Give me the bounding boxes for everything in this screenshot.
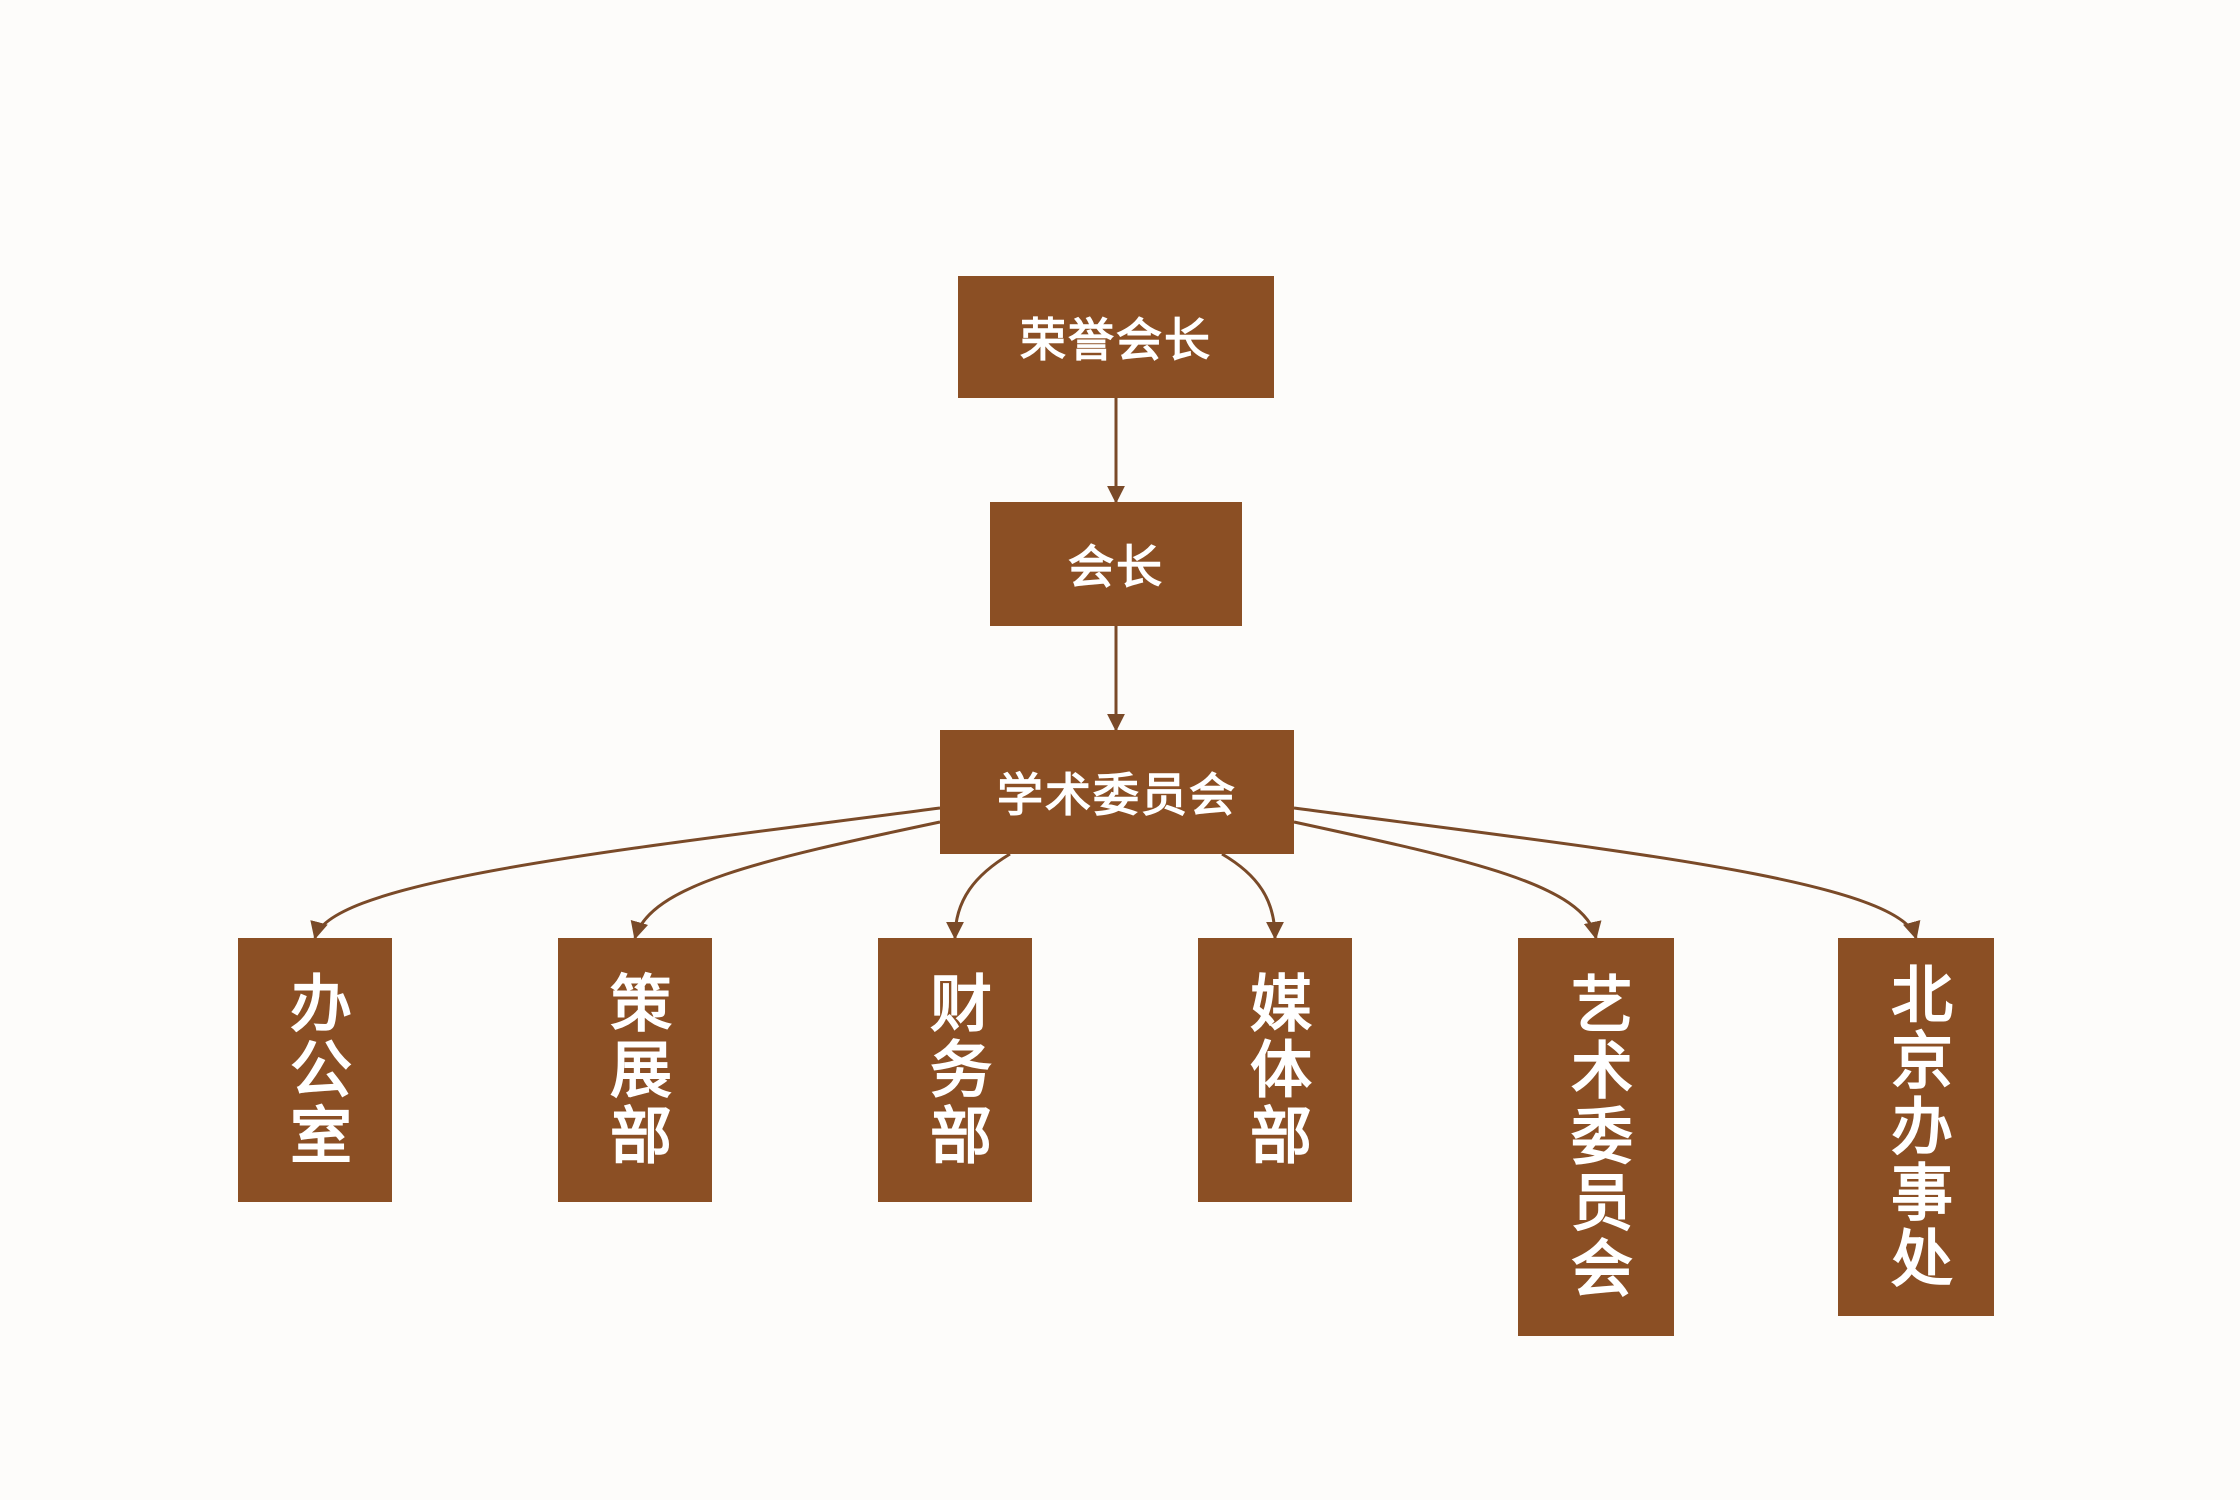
department-box-beijing-office: 北京办事处	[1838, 938, 1994, 1316]
department-label: 办公室	[279, 971, 352, 1169]
president-box: 会长	[990, 502, 1242, 626]
president-label: 会长	[1068, 540, 1164, 594]
connector-academic-to-art-committee	[1293, 820, 1602, 940]
connector-academic-to-beijing-office	[1293, 806, 1921, 940]
academic-committee-box: 学术委员会	[940, 730, 1294, 854]
connector-academic-to-office	[310, 806, 941, 940]
department-box-curation: 策展部	[558, 938, 712, 1202]
connector-academic-to-curation	[630, 820, 941, 940]
connector-academic-to-finance	[946, 852, 1011, 940]
department-box-art-committee: 艺术委员会	[1518, 938, 1674, 1336]
department-label: 艺术委员会	[1560, 972, 1633, 1302]
department-label: 北京办事处	[1880, 962, 1953, 1292]
department-label: 财务部	[919, 971, 992, 1169]
academic-committee-label: 学术委员会	[997, 768, 1237, 822]
honorary-president-label: 荣誉会长	[1020, 313, 1212, 367]
department-label: 媒体部	[1239, 971, 1312, 1169]
department-box-media: 媒体部	[1198, 938, 1352, 1202]
connector-academic-to-media	[1221, 852, 1284, 940]
connectors-group	[310, 398, 1921, 940]
department-box-finance: 财务部	[878, 938, 1032, 1202]
honorary-president-box: 荣誉会长	[958, 276, 1274, 398]
department-label: 策展部	[599, 971, 672, 1169]
department-box-office: 办公室	[238, 938, 392, 1202]
